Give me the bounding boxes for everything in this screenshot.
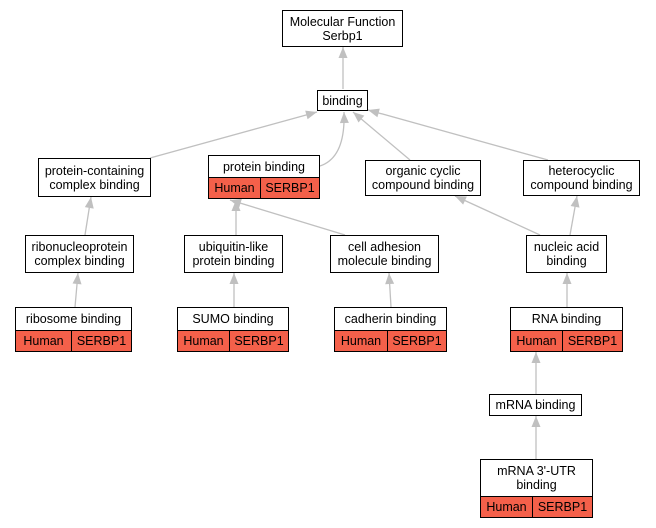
edge-binding-to-molecular-function-arrowhead [338, 47, 348, 58]
node-label: ribosome binding [25, 312, 122, 326]
gene-cell[interactable]: SERBP1 [229, 331, 288, 351]
node-ribosome-binding[interactable]: ribosome binding Human SERBP1 [15, 307, 132, 352]
node-label: cell adhesion molecule binding [337, 240, 432, 268]
gene-cell[interactable]: SERBP1 [71, 331, 131, 351]
node-label: mRNA binding [495, 398, 576, 412]
node-label: RNA binding [531, 312, 602, 326]
node-mrna-binding[interactable]: mRNA binding [489, 394, 582, 416]
node-binding[interactable]: binding [317, 90, 368, 111]
node-organic-cyclic-compound-binding[interactable]: organic cyclic compound binding [365, 160, 481, 196]
node-label: SUMO binding [192, 312, 274, 326]
edge-protein-containing-complex-to-binding-arrowhead [305, 110, 317, 120]
edge-ribonucleoprotein-to-protein-containing-arrowhead [84, 197, 94, 209]
gene-cell[interactable]: SERBP1 [387, 331, 446, 351]
edge-ribosome-to-ribonucleoprotein-arrowhead [72, 273, 82, 285]
edge-cell-adhesion-to-protein-binding [229, 199, 346, 236]
edge-sumo-to-ubiquitin-like-arrowhead [229, 273, 239, 284]
annotation-row: Human SERBP1 [178, 330, 288, 351]
annotation-row: Human SERBP1 [209, 177, 319, 198]
edge-mrna-to-rna-arrowhead [531, 352, 541, 363]
species-cell: Human [486, 500, 527, 514]
edge-cadherin-to-cell-adhesion-arrowhead [385, 273, 395, 285]
node-label: protein-containing complex binding [44, 163, 145, 192]
edge-organic-cyclic-to-binding [352, 111, 411, 161]
node-cell-adhesion-molecule-binding[interactable]: cell adhesion molecule binding [330, 235, 439, 273]
edge-organic-cyclic-to-binding-arrowhead [353, 112, 365, 123]
species-cell: Human [340, 334, 382, 348]
edge-rna-to-nucleic-acid-arrowhead [562, 273, 572, 284]
annotation-row: Human SERBP1 [511, 330, 622, 351]
edge-nucleic-acid-to-organic-cyclic-arrowhead [455, 196, 467, 205]
edge-heterocyclic-to-binding-arrowhead [368, 108, 380, 118]
node-label: nucleic acid binding [533, 240, 600, 268]
edge-cell-adhesion-to-protein-binding-arrowhead [230, 198, 242, 208]
node-heterocyclic-compound-binding[interactable]: heterocyclic compound binding [523, 160, 640, 196]
node-label: ribonucleoprotein complex binding [31, 240, 128, 268]
edge-heterocyclic-to-binding [367, 109, 549, 161]
edge-ubiquitin-like-to-protein-binding-arrowhead [231, 200, 241, 211]
annotation-row: Human SERBP1 [335, 330, 446, 351]
annotation-row: Human SERBP1 [16, 330, 131, 351]
node-cadherin-binding[interactable]: cadherin binding Human SERBP1 [334, 307, 447, 352]
gene-cell[interactable]: SERBP1 [260, 178, 319, 198]
edge-protein-binding-to-binding-arrowhead [339, 112, 349, 124]
edge-nucleic-acid-to-heterocyclic-arrowhead [570, 196, 580, 208]
node-label: cadherin binding [344, 312, 437, 326]
node-label: Molecular Function Serbp1 [289, 14, 396, 43]
species-cell: Human [23, 334, 64, 348]
node-protein-binding[interactable]: protein binding Human SERBP1 [208, 155, 320, 199]
edge-mrna-3utr-to-mrna-arrowhead [531, 416, 541, 427]
node-nucleic-acid-binding[interactable]: nucleic acid binding [526, 235, 607, 273]
node-label: binding [322, 93, 363, 108]
node-rna-binding[interactable]: RNA binding Human SERBP1 [510, 307, 623, 352]
node-label: protein binding [222, 159, 305, 174]
node-protein-containing-complex-binding[interactable]: protein-containing complex binding [38, 158, 151, 197]
species-cell: Human [516, 334, 557, 348]
node-sumo-binding[interactable]: SUMO binding Human SERBP1 [177, 307, 289, 352]
edge-protein-binding-to-binding [319, 111, 345, 167]
node-ubiquitin-like-protein-binding[interactable]: ubiquitin-like protein binding [184, 235, 283, 273]
edge-protein-containing-complex-to-binding [149, 111, 318, 159]
annotation-row: Human SERBP1 [481, 496, 592, 517]
species-cell: Human [214, 181, 255, 195]
node-molecular-function[interactable]: Molecular Function Serbp1 [282, 10, 403, 47]
gene-cell[interactable]: SERBP1 [532, 497, 592, 517]
node-ribonucleoprotein-complex-binding[interactable]: ribonucleoprotein complex binding [25, 235, 134, 273]
node-label: organic cyclic compound binding [371, 164, 475, 192]
node-label: mRNA 3'-UTR binding [497, 464, 576, 492]
node-mrna-3utr-binding[interactable]: mRNA 3'-UTR binding Human SERBP1 [480, 459, 593, 518]
node-label: ubiquitin-like protein binding [192, 240, 275, 268]
gene-cell[interactable]: SERBP1 [562, 331, 622, 351]
node-label: heterocyclic compound binding [530, 164, 633, 192]
species-cell: Human [183, 334, 224, 348]
edge-nucleic-acid-to-organic-cyclic [454, 195, 541, 236]
